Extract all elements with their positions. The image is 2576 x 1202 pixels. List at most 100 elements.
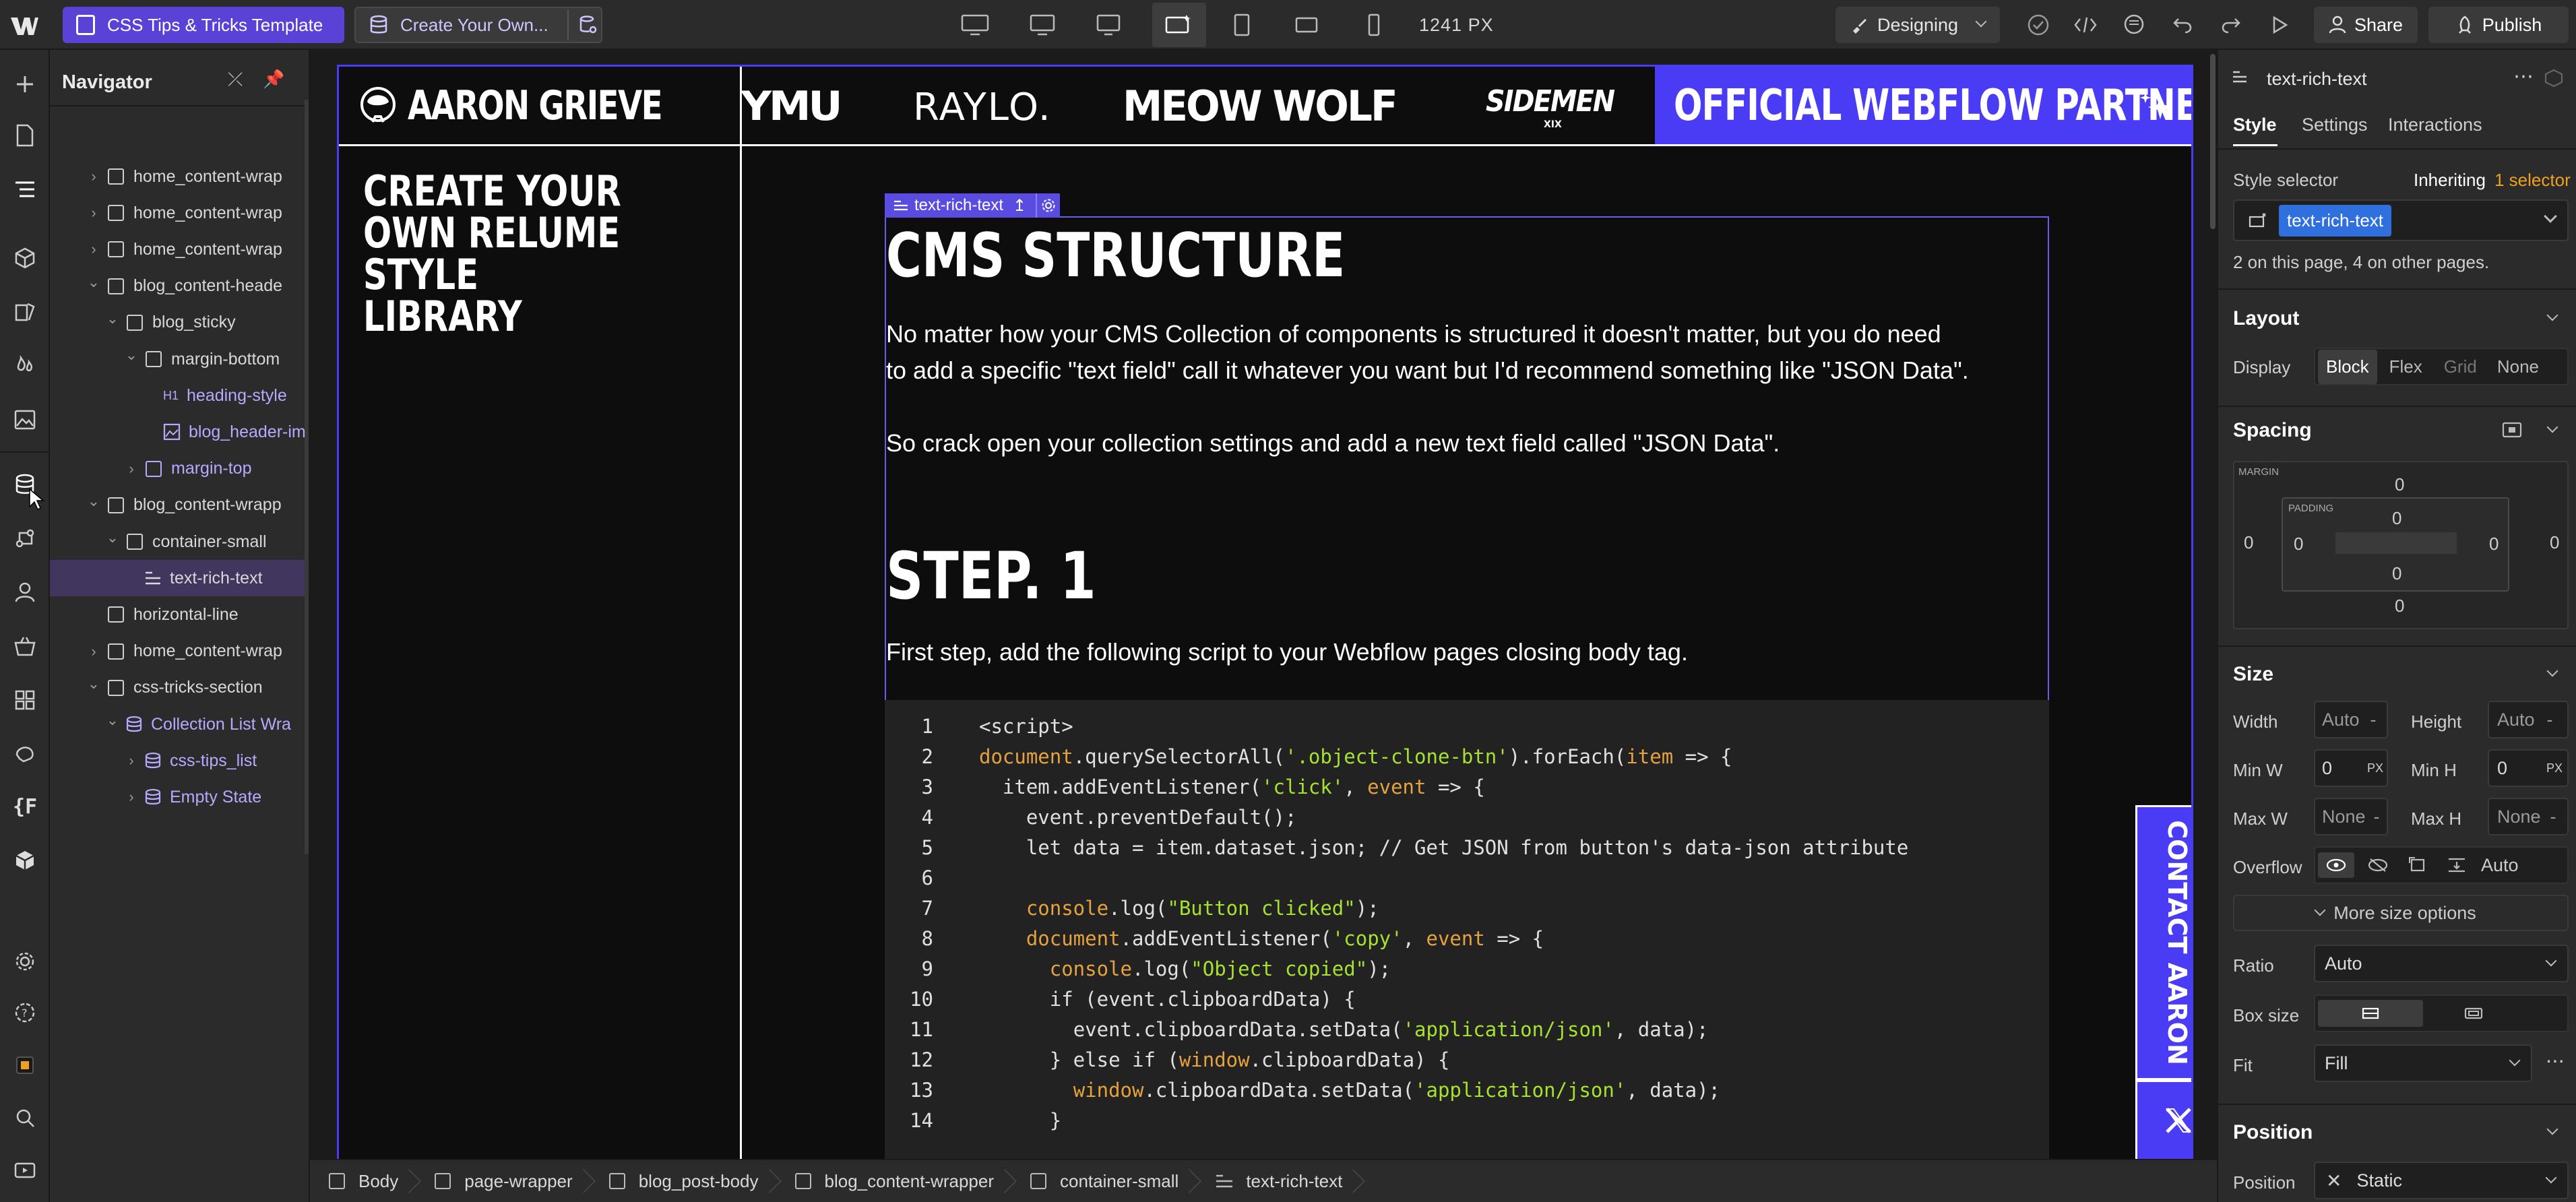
padding-bottom-value[interactable]: 0 <box>2392 563 2402 583</box>
navigator-icon[interactable] <box>9 174 40 205</box>
audit-check-icon[interactable] <box>2023 12 2054 38</box>
contact-aaron-button[interactable]: CONTACT AARON <box>2135 805 2191 1080</box>
max-height-input[interactable]: None- <box>2488 798 2569 835</box>
chevron-down-icon[interactable]: ⌄ <box>106 711 119 728</box>
navigator-item[interactable]: ⌄css-tricks-section <box>50 670 309 706</box>
chevron-down-icon[interactable] <box>2546 665 2558 677</box>
code-icon[interactable] <box>2070 12 2101 38</box>
navigator-item[interactable]: ›home_content-wrap <box>50 633 309 670</box>
overflow-clip-icon[interactable] <box>2447 856 2466 874</box>
style-guide-icon[interactable] <box>9 296 40 327</box>
overflow-hidden-icon[interactable] <box>2368 858 2388 873</box>
chevron-down-icon[interactable]: ⌄ <box>87 674 100 692</box>
selected-element-tag[interactable]: text-rich-text ↥ <box>885 193 1061 218</box>
x-twitter-icon[interactable] <box>2164 1106 2193 1135</box>
breakpoint-large-icon[interactable] <box>1093 12 1124 38</box>
height-input[interactable]: Auto- <box>2488 701 2569 738</box>
overflow-scroll-icon[interactable] <box>2408 856 2427 874</box>
custom-code-app-icon[interactable]: {F <box>12 794 38 819</box>
logic-flow-icon[interactable] <box>9 523 40 554</box>
app-extension-icon[interactable] <box>9 738 40 769</box>
chevron-down-icon[interactable] <box>2546 309 2558 321</box>
box-sizing-content-icon[interactable] <box>2463 1006 2484 1021</box>
fit-more-options-icon[interactable]: ⋯ <box>2546 1050 2565 1071</box>
video-tutorial-icon[interactable] <box>9 1155 40 1186</box>
overflow-auto-option[interactable]: Auto <box>2481 854 2519 875</box>
navigator-scrollbar[interactable] <box>305 100 309 854</box>
margin-top-value[interactable]: 0 <box>2395 474 2405 495</box>
redo-icon[interactable] <box>2216 12 2247 38</box>
cms-database-icon[interactable] <box>9 469 40 500</box>
breakpoint-xxl-icon[interactable] <box>960 12 991 38</box>
breadcrumb-item[interactable]: blog_post-body <box>590 1160 776 1202</box>
fit-select[interactable]: Fill <box>2314 1044 2532 1082</box>
chevron-right-icon[interactable]: › <box>129 460 134 477</box>
box-sizing-border-icon[interactable] <box>2318 1000 2423 1027</box>
comment-icon[interactable] <box>2118 12 2149 38</box>
spacing-section-title[interactable]: Spacing <box>2233 419 2312 441</box>
selector-input[interactable]: text-rich-text <box>2233 199 2569 241</box>
padding-right-value[interactable]: 0 <box>2489 534 2499 554</box>
page-preview[interactable]: AARON GRIEVE YMU RAYLO. MEOW WOLF SIDEME… <box>337 65 2193 1159</box>
position-section-title[interactable]: Position <box>2233 1121 2313 1143</box>
pin-icon[interactable]: 📌 <box>263 69 285 89</box>
close-icon[interactable]: ⤫ <box>228 69 243 90</box>
brand-cell[interactable]: AARON GRIEVE <box>339 67 742 146</box>
tab-interactions[interactable]: Interactions <box>2388 115 2482 135</box>
navigator-item[interactable]: ›home_content-wrap <box>50 195 309 231</box>
box-lock-icon[interactable] <box>2544 69 2563 88</box>
select-parent-icon[interactable]: ↥ <box>1013 196 1027 215</box>
navigator-item[interactable]: ⌄blog_content-wrapp <box>50 487 309 524</box>
tab-style[interactable]: Style <box>2233 115 2277 135</box>
navigator-item[interactable]: ⌄blog_content-heade <box>50 268 309 305</box>
chevron-right-icon[interactable]: › <box>91 241 96 258</box>
selector-chip[interactable]: text-rich-text <box>2279 204 2392 236</box>
cms-item-selector[interactable]: Create Your Own... <box>354 7 602 43</box>
variables-icon[interactable] <box>9 350 40 381</box>
chevron-right-icon[interactable]: › <box>129 752 134 769</box>
navigator-item[interactable]: horizontal-line <box>50 596 309 633</box>
chevron-down-icon[interactable]: ⌄ <box>87 492 100 509</box>
overflow-visible-icon[interactable] <box>2318 852 2354 878</box>
chevron-down-icon[interactable]: ⌄ <box>106 529 119 546</box>
mode-selector[interactable]: Designing <box>1835 7 2000 43</box>
publish-button[interactable]: Publish <box>2428 7 2569 43</box>
breadcrumb-item[interactable]: text-rich-text <box>1196 1160 1360 1202</box>
width-input[interactable]: Auto- <box>2314 701 2388 738</box>
help-icon[interactable]: ? <box>9 997 40 1028</box>
breadcrumb-item[interactable]: blog_content-wrapper <box>776 1160 1012 1202</box>
chevron-right-icon[interactable]: › <box>129 788 134 806</box>
breakpoint-tablet-icon[interactable] <box>1226 12 1257 38</box>
size-section-title[interactable]: Size <box>2233 663 2274 685</box>
chevron-down-icon[interactable] <box>2546 421 2558 433</box>
chevron-down-icon[interactable] <box>2546 1123 2558 1135</box>
navigator-item[interactable]: ⌄Collection List Wra <box>50 706 309 742</box>
chevron-right-icon[interactable]: › <box>91 642 96 660</box>
display-grid-option[interactable]: Grid <box>2443 356 2477 377</box>
display-block-option[interactable]: Block <box>2318 349 2377 384</box>
navigator-item[interactable]: ›css-tips_list <box>50 742 309 779</box>
users-icon[interactable] <box>9 577 40 608</box>
settings-gear-icon[interactable] <box>9 946 40 977</box>
breakpoint-xl-icon[interactable] <box>1027 12 1058 38</box>
breadcrumb-item[interactable]: container-small <box>1011 1160 1196 1202</box>
inheriting-count[interactable]: 1 selector <box>2494 170 2571 190</box>
navigator-item[interactable]: ⌄margin-bottom <box>50 341 309 377</box>
more-options-icon[interactable]: ⋯ <box>2513 65 2534 88</box>
margin-box[interactable]: MARGIN 0 0 0 0 PADDING 0 0 0 0 <box>2233 461 2569 629</box>
navigator-item[interactable]: ›Empty State <box>50 779 309 815</box>
components-icon[interactable] <box>9 243 40 274</box>
breakpoint-phone-icon[interactable] <box>1358 12 1389 38</box>
margin-right-value[interactable]: 0 <box>2550 532 2560 552</box>
webflow-partner-badge[interactable]: OFFICIAL WEBFLOW PARTNER <box>1655 67 2191 146</box>
undo-icon[interactable] <box>2167 12 2198 38</box>
breadcrumb-item[interactable]: page-wrapper <box>416 1160 590 1202</box>
chevron-down-icon[interactable]: ⌄ <box>87 273 100 290</box>
add-element-icon[interactable] <box>9 69 40 100</box>
display-flex-option[interactable]: Flex <box>2389 356 2422 377</box>
search-icon[interactable] <box>9 1102 40 1133</box>
layout-section-title[interactable]: Layout <box>2233 307 2300 329</box>
canvas-scrollbar[interactable] <box>2210 54 2216 229</box>
spacing-variables-icon[interactable] <box>2501 420 2523 439</box>
